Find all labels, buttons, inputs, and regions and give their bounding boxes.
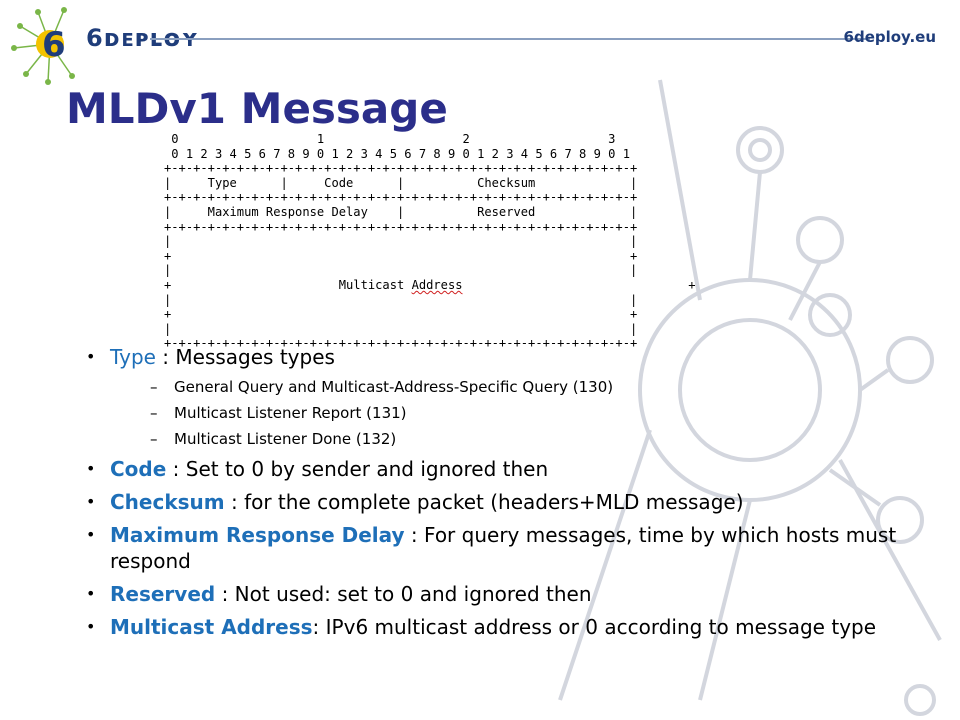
bullet-checksum: Checksum : for the complete packet (head… <box>86 489 916 515</box>
desc-type: : Messages types <box>155 345 335 369</box>
multicast-suffix: + <box>462 277 696 292</box>
type-sublist: General Query and Multicast-Address-Spec… <box>110 378 916 448</box>
6deploy-logo: 6 6ᴅᴇᴘʟᴏʏ <box>8 4 198 88</box>
bit-ruler-tens: 0 1 2 3 <box>164 132 616 146</box>
multicast-word: Address <box>411 277 463 292</box>
desc-checksum: : for the complete packet (headers+MLD m… <box>224 490 744 514</box>
desc-multicast-address: : IPv6 multicast address or 0 according … <box>312 615 877 639</box>
diagram-side-row: | | <box>164 292 638 307</box>
diagram-side-row: | | <box>164 321 638 336</box>
diagram-side-row: | | <box>164 263 638 278</box>
diagram-border: +-+-+-+-+-+-+-+-+-+-+-+-+-+-+-+-+-+-+-+-… <box>164 219 638 234</box>
header-divider <box>150 38 870 40</box>
multicast-prefix: + Multicast <box>164 277 412 292</box>
diagram-border: +-+-+-+-+-+-+-+-+-+-+-+-+-+-+-+-+-+-+-+-… <box>164 161 638 176</box>
term-checksum: Checksum <box>110 490 225 514</box>
bullet-multicast-address: Multicast Address: IPv6 multicast addres… <box>86 614 916 640</box>
mldv1-header-diagram: 0 1 2 3 0 1 2 3 4 5 6 7 8 9 0 1 2 3 4 5 … <box>164 132 696 351</box>
diagram-side-row: + + <box>164 307 638 322</box>
desc-code: : Set to 0 by sender and ignored then <box>166 457 549 481</box>
bullet-type: Type : Messages types General Query and … <box>86 344 916 448</box>
term-multicast-address: Multicast Address <box>110 615 313 639</box>
bit-ruler-units: 0 1 2 3 4 5 6 7 8 9 0 1 2 3 4 5 6 7 8 9 … <box>164 146 630 161</box>
desc-reserved: : Not used: set to 0 and ignored then <box>215 582 592 606</box>
diagram-row-delay-reserved: | Maximum Response Delay | Reserved | <box>164 204 638 219</box>
diagram-border: +-+-+-+-+-+-+-+-+-+-+-+-+-+-+-+-+-+-+-+-… <box>164 190 638 205</box>
term-max-response-delay: Maximum Response Delay <box>110 523 405 547</box>
bullet-reserved: Reserved : Not used: set to 0 and ignore… <box>86 581 916 607</box>
site-url: 6deploy.eu <box>843 28 936 46</box>
field-description-list: Type : Messages types General Query and … <box>86 344 916 647</box>
svg-text:6: 6 <box>42 25 66 65</box>
bullet-code: Code : Set to 0 by sender and ignored th… <box>86 456 916 482</box>
term-code: Code <box>110 457 167 481</box>
bullet-max-response-delay: Maximum Response Delay : For query messa… <box>86 522 916 574</box>
logo-graphic: 6 <box>11 7 75 85</box>
diagram-side-row: + + <box>164 248 638 263</box>
diagram-side-row: | | <box>164 234 638 249</box>
subitem-listener-done: Multicast Listener Done (132) <box>110 430 916 448</box>
term-reserved: Reserved <box>110 582 216 606</box>
subitem-listener-report: Multicast Listener Report (131) <box>110 404 916 422</box>
term-type: Type <box>110 345 156 369</box>
desc-max-response-delay: : For query messages, time by which host… <box>110 523 897 573</box>
slide-title: MLDv1 Message <box>66 84 448 133</box>
subitem-general-query: General Query and Multicast-Address-Spec… <box>110 378 916 396</box>
diagram-row-type-code-checksum: | Type | Code | Checksum | <box>164 175 638 190</box>
